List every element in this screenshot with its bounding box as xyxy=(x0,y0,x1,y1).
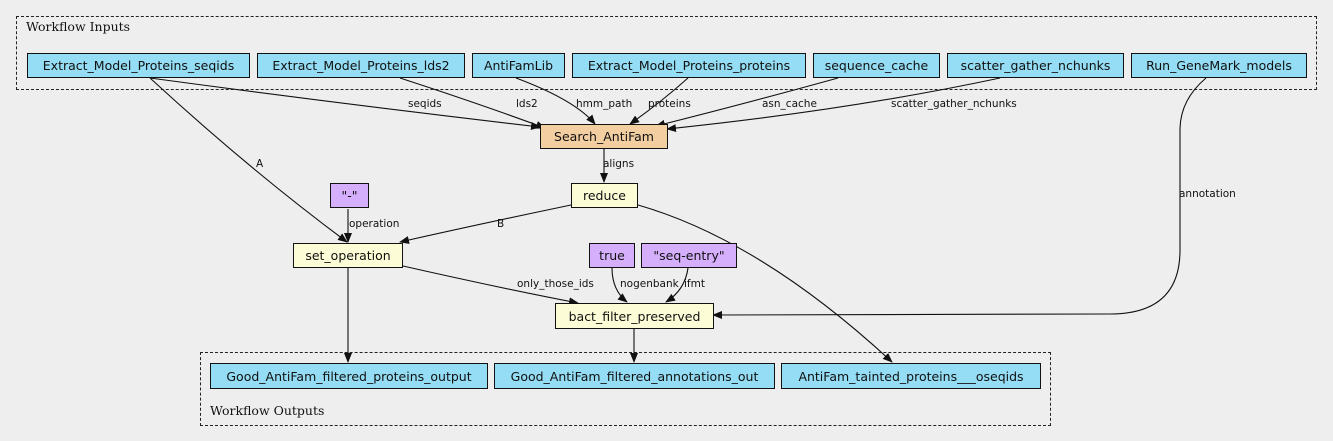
edge-label-ifmt: ifmt xyxy=(684,278,705,290)
edge-seqids xyxy=(149,77,541,130)
step-node-search-antifam[interactable]: Search_AntiFam xyxy=(540,124,668,149)
edge-label-proteins: proteins xyxy=(648,98,691,110)
input-node-run-genemark-models[interactable]: Run_GeneMark_models xyxy=(1131,53,1307,78)
edge-label-asn-cache: asn_cache xyxy=(762,98,817,110)
workflow-inputs-cluster xyxy=(16,16,1317,90)
edge-annotation xyxy=(712,77,1207,319)
input-node-extract-model-proteins-seqids[interactable]: Extract_Model_Proteins_seqids xyxy=(27,53,250,78)
edge-label-B: B xyxy=(497,218,505,230)
constant-node-seq-entry[interactable]: "seq-entry" xyxy=(641,243,737,268)
input-node-extract-model-proteins-lds2[interactable]: Extract_Model_Proteins_lds2 xyxy=(257,53,465,78)
input-node-antifamlib[interactable]: AntiFamLib xyxy=(472,53,565,78)
output-node-good-antifam-filtered-annotations-out[interactable]: Good_AntiFam_filtered_annotations_out xyxy=(494,363,775,389)
edge-ifmt xyxy=(665,267,689,303)
input-node-extract-model-proteins-proteins[interactable]: Extract_Model_Proteins_proteins xyxy=(572,53,806,78)
output-node-antifam-tainted-proteins-oseqids[interactable]: AntiFam_tainted_proteins___oseqids xyxy=(781,363,1041,389)
edge-nogenbank xyxy=(611,267,628,303)
edge-label-nogenbank: nogenbank xyxy=(620,278,679,290)
edge-label-hmm-path: hmm_path xyxy=(576,98,633,110)
edge-only-those-ids xyxy=(402,265,579,306)
workflow-inputs-label: Workflow Inputs xyxy=(26,19,131,34)
edge-proteins xyxy=(629,77,689,125)
edge-A xyxy=(149,77,348,243)
step-node-set-operation[interactable]: set_operation xyxy=(293,243,403,268)
input-node-sequence-cache[interactable]: sequence_cache xyxy=(813,53,940,78)
edge-label-annotation: annotation xyxy=(1179,188,1236,200)
edge-label-operation: operation xyxy=(349,218,400,230)
constant-node-dash[interactable]: "-" xyxy=(330,183,369,208)
edge-asn-cache xyxy=(655,77,839,128)
workflow-outputs-cluster xyxy=(200,352,1051,426)
step-node-reduce[interactable]: reduce xyxy=(571,183,638,208)
edge-label-scatter-gather: scatter_gather_nchunks xyxy=(891,98,1017,110)
step-node-bact-filter-preserved[interactable]: bact_filter_preserved xyxy=(555,303,714,329)
edge-label-seqids: seqids xyxy=(408,98,442,110)
edge-reduce-out xyxy=(637,204,893,363)
output-node-good-antifam-filtered-proteins-output[interactable]: Good_AntiFam_filtered_proteins_output xyxy=(210,363,488,389)
edge-label-only-those-ids: only_those_ids xyxy=(517,278,594,290)
workflow-outputs-label: Workflow Outputs xyxy=(210,403,325,418)
edge-label-A: A xyxy=(256,158,264,170)
edge-B xyxy=(399,204,572,244)
input-node-scatter-gather-nchunks[interactable]: scatter_gather_nchunks xyxy=(947,53,1124,78)
edge-scatter-gather xyxy=(666,77,1001,133)
constant-node-true[interactable]: true xyxy=(589,243,635,268)
edge-lds2 xyxy=(399,77,546,129)
edge-label-lds2: lds2 xyxy=(516,98,538,110)
edge-hmm-path xyxy=(515,77,596,125)
edge-label-aligns: aligns xyxy=(603,158,635,170)
